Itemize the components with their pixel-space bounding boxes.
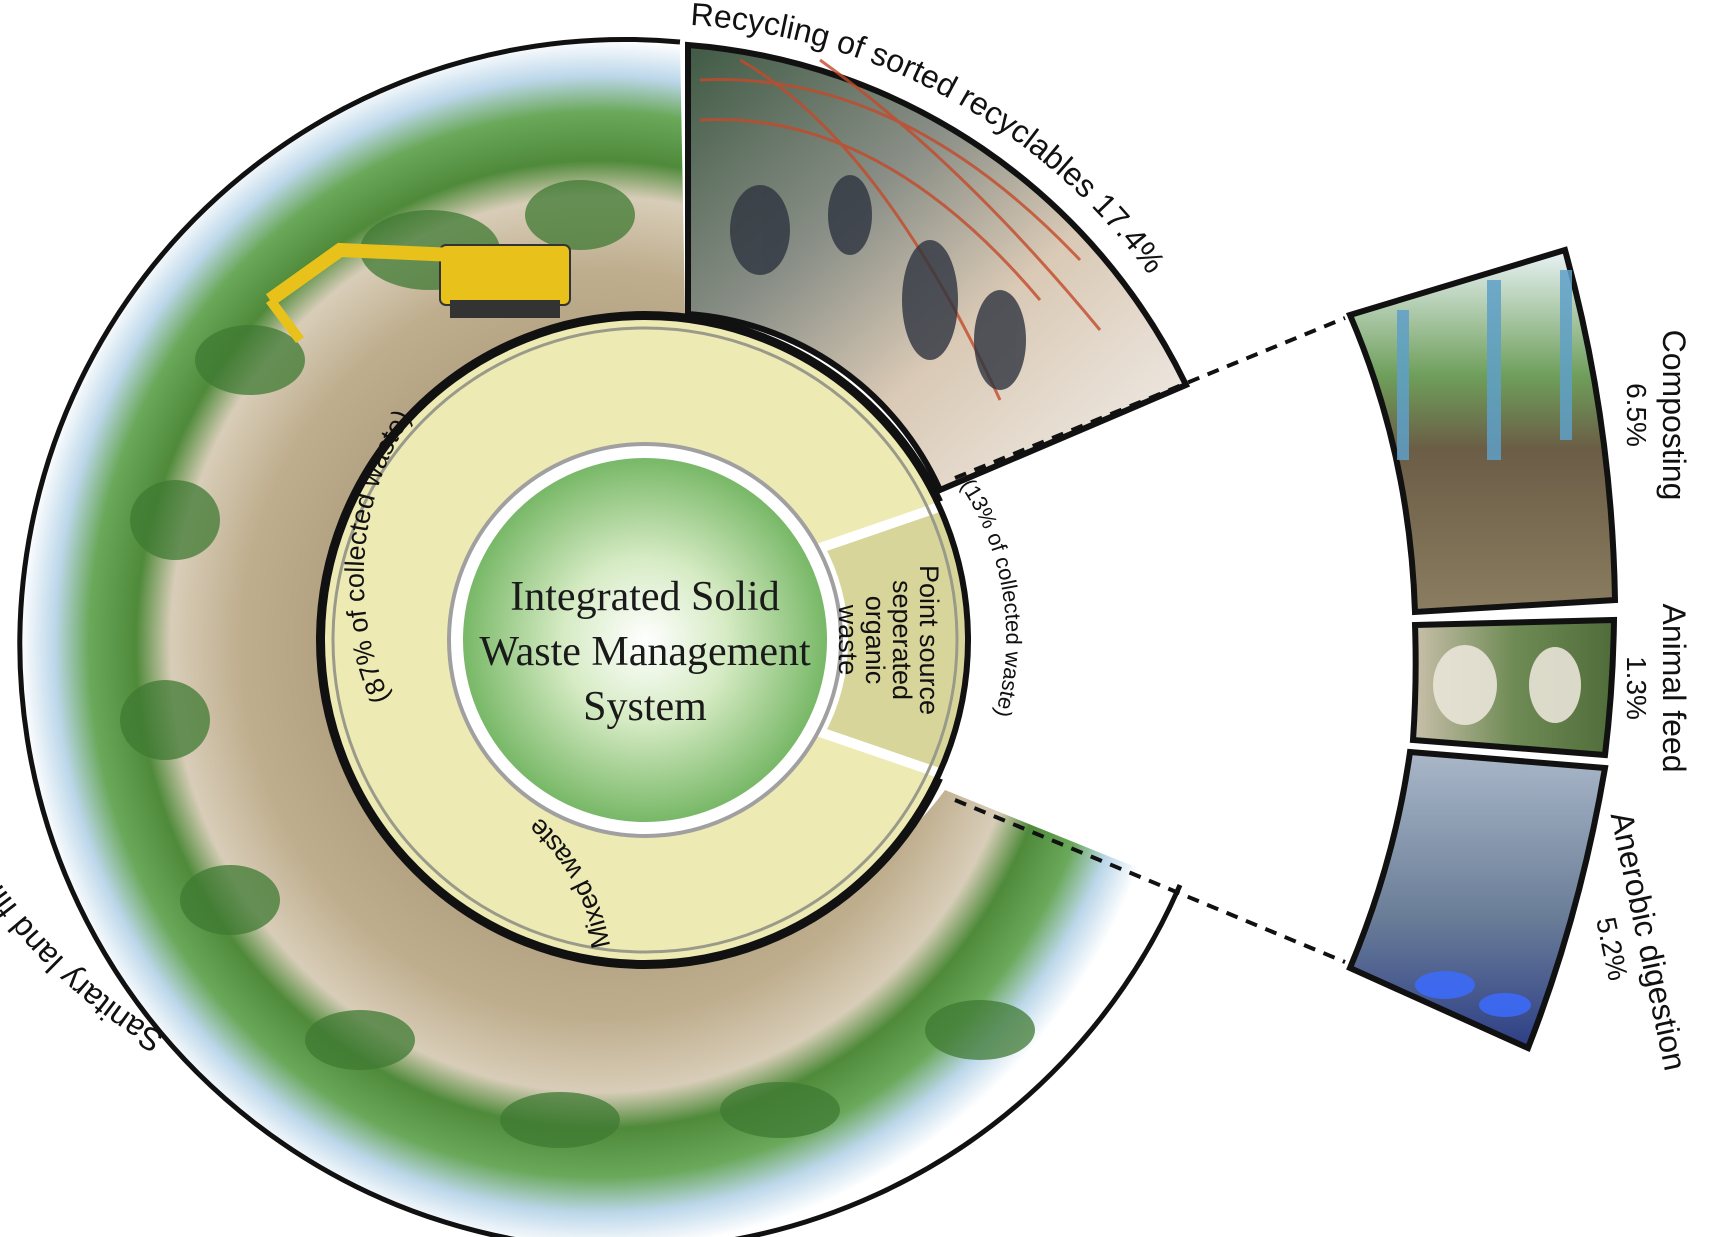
composting-name: Composting — [1656, 330, 1692, 501]
composting-photo — [1345, 246, 1619, 616]
connector-line-top — [954, 316, 1346, 480]
animal-feed-label-group: Animal feed 1.3% — [1621, 604, 1692, 773]
landfill-trees — [120, 180, 1035, 1148]
center-circle-fill — [463, 458, 827, 822]
cattle-icon — [1433, 645, 1581, 725]
center-title-line2: Waste Management — [479, 629, 811, 675]
connector-line-bottom — [954, 798, 1346, 964]
excavator-icon — [265, 242, 571, 343]
inner-ring-outline — [319, 314, 971, 966]
center-title-line1: Integrated Solid — [510, 574, 779, 620]
center-title-line3: System — [583, 684, 707, 730]
recycling-workers — [730, 175, 1026, 390]
organic-label-line4: waste — [833, 604, 863, 676]
composting-label-group: Composting 6.5% — [1621, 330, 1692, 501]
organic-label-line1: Point source — [914, 565, 944, 715]
organic-waste-segment — [812, 498, 980, 782]
organic-label-line2: seperated — [887, 580, 917, 700]
gas-flame-icon — [1415, 971, 1531, 1017]
landfill-photo-region — [19, 39, 1180, 1237]
anaerobic-digestion-photo — [1346, 748, 1609, 1053]
inner-ring-inner-outline — [331, 326, 959, 954]
recycling-shed-roof — [699, 58, 1102, 401]
animal-feed-name: Animal feed — [1656, 604, 1692, 773]
animal-feed-percent: 1.3% — [1621, 656, 1652, 720]
composting-percent: 6.5% — [1621, 383, 1652, 447]
organic-label-line3: organic — [860, 596, 890, 685]
composting-trees — [1397, 270, 1572, 460]
organic-label-group: Point source seperated organic waste — [833, 565, 944, 715]
landfill-outline — [17, 37, 1183, 1237]
